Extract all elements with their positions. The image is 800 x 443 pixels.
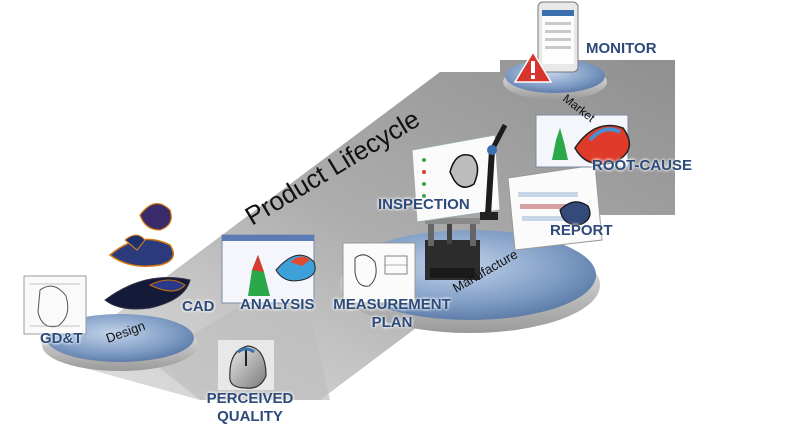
- measuring-arm: [480, 123, 508, 220]
- smartphone: [537, 1, 579, 73]
- label-analysis: ANALYSIS: [240, 296, 315, 313]
- label-measurement-plan-line1: MEASUREMENT: [333, 296, 451, 313]
- perceived-quality-mouse: [218, 340, 274, 390]
- label-perceived-quality-line1: PERCEIVED: [206, 390, 294, 407]
- label-gdt: GD&T: [40, 330, 83, 347]
- label-measurement-plan: MEASUREMENT PLAN: [330, 296, 454, 332]
- label-root-cause: ROOT-CAUSE: [592, 157, 693, 174]
- label-inspection: INSPECTION: [378, 196, 470, 213]
- label-measurement-plan-line2: PLAN: [371, 314, 413, 331]
- label-perceived-quality-line2: QUALITY: [217, 408, 283, 425]
- label-cad: CAD: [182, 298, 215, 315]
- lifecycle-arrow: [55, 60, 675, 400]
- report-document: [507, 164, 603, 251]
- inspection-screen: [411, 134, 501, 223]
- root-cause-screen: [535, 114, 631, 168]
- label-perceived-quality: PERCEIVED QUALITY: [200, 390, 300, 426]
- alert-icon: [513, 50, 553, 83]
- cad-model: [104, 203, 191, 310]
- gdt-drawing: [23, 275, 87, 335]
- cmm-machine: [425, 218, 480, 280]
- analysis-screen: [221, 234, 316, 304]
- label-report: REPORT: [550, 222, 613, 239]
- label-monitor: MONITOR: [586, 40, 657, 57]
- measurement-plan-drawing: [342, 242, 416, 304]
